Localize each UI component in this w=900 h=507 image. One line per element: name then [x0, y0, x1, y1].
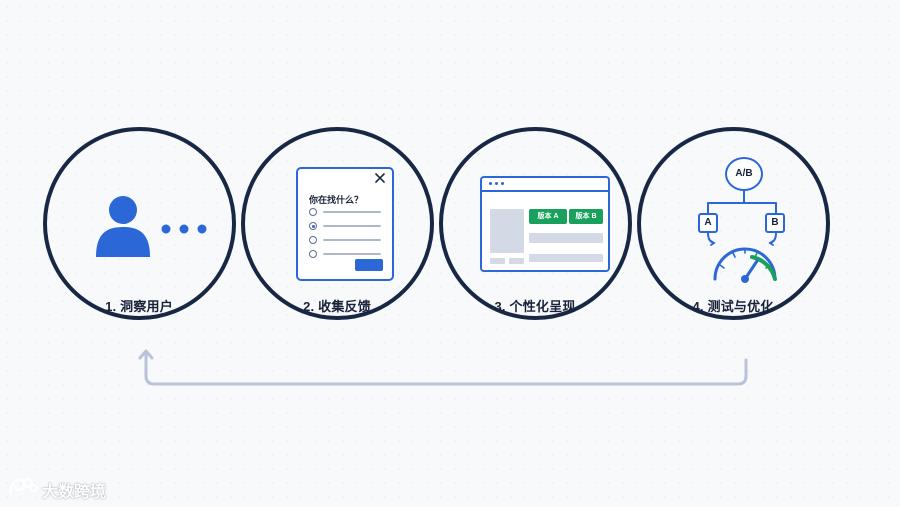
step-1-label: 1. 洞察用户 [105, 299, 173, 314]
step-3-label: 3. 个性化呈现 [494, 299, 576, 314]
variant-a-node: A [698, 213, 718, 233]
content-block-image [490, 209, 524, 253]
survey-option [309, 249, 387, 259]
content-block-small [509, 258, 524, 264]
ellipsis-icon [161, 224, 207, 234]
close-icon [375, 173, 385, 183]
step-1-ring [43, 127, 236, 320]
option-line [323, 253, 381, 255]
option-line [323, 225, 381, 227]
radio-checked-icon [309, 222, 317, 230]
step-3-ring [439, 127, 632, 320]
step-2-label: 2. 收集反馈 [303, 299, 371, 314]
survey-option [309, 207, 387, 217]
step-2-ring [241, 127, 434, 320]
step-4-label: 4. 测试与优化 [692, 299, 774, 314]
watermark-logo: 大数跨境 [8, 475, 128, 501]
cycle-arrow-icon [138, 349, 748, 386]
browser-dot-icon [501, 182, 504, 185]
watermark-text: 大数跨境 [42, 484, 107, 501]
survey-submit-button [355, 259, 383, 271]
content-block-small [490, 258, 505, 264]
step-4-ring [637, 127, 830, 320]
ab-test-node: A/B [725, 157, 763, 191]
user-icon [96, 196, 150, 257]
version-b-button: 版本 B [569, 209, 603, 224]
browser-dot-icon [489, 182, 492, 185]
watermark-logo-icon [9, 478, 38, 496]
radio-icon [309, 236, 317, 244]
content-block-row [529, 233, 603, 243]
feedback-survey-card: 你在找什么？ [296, 167, 394, 281]
ab-test-diagram: A/B A B [690, 155, 800, 285]
survey-title: 你在找什么？ [309, 195, 364, 205]
variant-b-node: B [765, 213, 785, 233]
option-line [323, 239, 381, 241]
radio-icon [309, 250, 317, 258]
survey-option-selected [309, 221, 387, 231]
personalized-browser-window: 版本 A 版本 B [480, 176, 610, 272]
survey-option [309, 235, 387, 245]
browser-dot-icon [495, 182, 498, 185]
radio-icon [309, 208, 317, 216]
ab-connector-lines [707, 190, 777, 246]
gauge-icon [713, 247, 777, 283]
version-a-button: 版本 A [529, 209, 567, 224]
option-line [323, 211, 381, 213]
content-block-row [529, 254, 603, 262]
browser-toolbar [482, 178, 608, 192]
